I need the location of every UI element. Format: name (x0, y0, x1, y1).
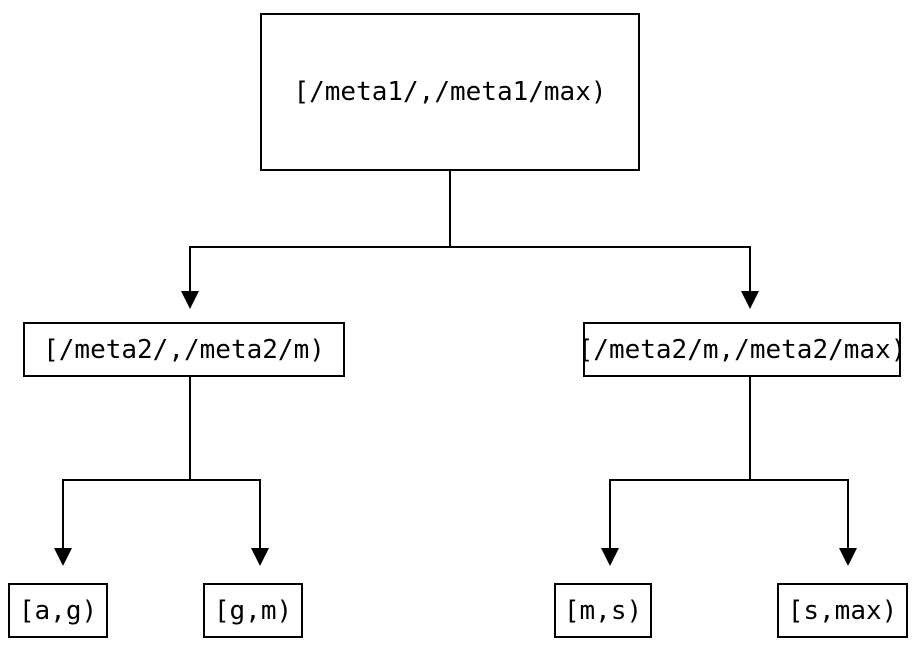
edge-right-to-leaf-ms (609, 479, 750, 548)
arrowhead-down-leaf-smax-icon (839, 548, 857, 566)
node-leaf-gm-label: [g,m) (213, 595, 293, 626)
node-leaf-ag: [a,g) (8, 583, 108, 638)
arrowhead-down-leaf-ms-icon (601, 548, 619, 566)
node-right-branch: [/meta2/m,/meta2/max) (578, 322, 906, 377)
edge-root-to-right (450, 246, 751, 291)
edge-right-to-leaf-smax (750, 479, 849, 548)
arrowhead-down-left-icon (181, 291, 199, 309)
edge-root-to-left (189, 246, 450, 291)
node-root: [/meta1/,/meta1/max) (260, 13, 640, 171)
node-root-label: [/meta1/,/meta1/max) (293, 77, 607, 107)
edge-left-to-leaf-ag (62, 479, 190, 548)
node-leaf-ms-label: [m,s) (563, 595, 643, 626)
arrowhead-down-leaf-ag-icon (54, 548, 72, 566)
node-leaf-ag-label: [a,g) (18, 595, 98, 626)
node-left-branch: [/meta2/,/meta2/m) (23, 322, 345, 377)
node-leaf-smax-label: [s,max) (787, 595, 898, 626)
arrowhead-down-right-icon (741, 291, 759, 309)
node-left-branch-label: [/meta2/,/meta2/m) (43, 334, 325, 365)
arrowhead-down-leaf-gm-icon (251, 548, 269, 566)
edge-left-to-leaf-gm (190, 479, 261, 548)
node-leaf-gm: [g,m) (203, 583, 303, 638)
node-leaf-ms: [m,s) (554, 583, 652, 638)
node-right-branch-label: [/meta2/m,/meta2/max) (577, 334, 907, 365)
node-leaf-smax: [s,max) (777, 583, 908, 638)
